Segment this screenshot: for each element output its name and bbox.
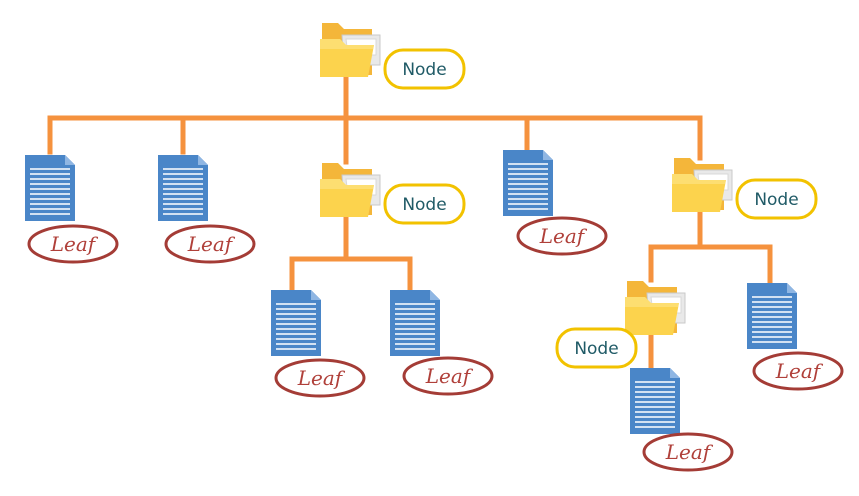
document-icon [157,154,209,222]
document-icon [389,289,441,357]
leaf-label: Leaf [539,224,588,248]
leaf-label-pill [402,356,494,396]
root-node: Node [319,22,466,90]
folder-icon [319,162,381,218]
middle-node: Node [319,162,466,225]
leaf-label-pill [164,224,256,264]
leaf-label: Leaf [775,359,824,383]
document-icon [24,154,76,222]
node-label-pill [735,178,818,220]
connectors [47,72,773,370]
node-label-pill [383,183,466,225]
leaf-3: Leaf [270,289,366,398]
leaf-1: Leaf [24,154,119,264]
leaf-label: Leaf [665,440,714,464]
folder-icon [624,280,686,336]
leaf-label-pill [752,351,844,391]
node-label: Node [402,60,446,80]
right-node: Node [671,157,818,220]
leaf-2: Leaf [157,154,256,264]
document-icon [746,282,798,350]
leaf-label: Leaf [187,232,236,256]
leaf-label: Leaf [50,232,99,256]
leaf-label-pill [27,224,119,264]
node-label-pill [383,48,466,90]
node-label: Node [754,190,798,210]
leaf-5: Leaf [502,149,608,256]
leaf-label-pill [642,432,734,472]
folder-icon [671,157,733,213]
document-icon [502,149,554,217]
deep-node: Node [555,280,686,369]
folder-icon [319,22,381,78]
document-icon [270,289,322,357]
node-label: Node [574,339,618,359]
leaf-4: Leaf [389,289,494,396]
document-icon [629,367,681,435]
leaf-label: Leaf [425,364,474,388]
node-label: Node [402,195,446,215]
leaf-7: Leaf [746,282,844,391]
node-label-pill [555,327,638,369]
leaf-label-pill [516,216,608,256]
leaf-label: Leaf [297,366,346,390]
leaf-6: Leaf [629,367,734,472]
leaf-label-pill [274,358,366,398]
